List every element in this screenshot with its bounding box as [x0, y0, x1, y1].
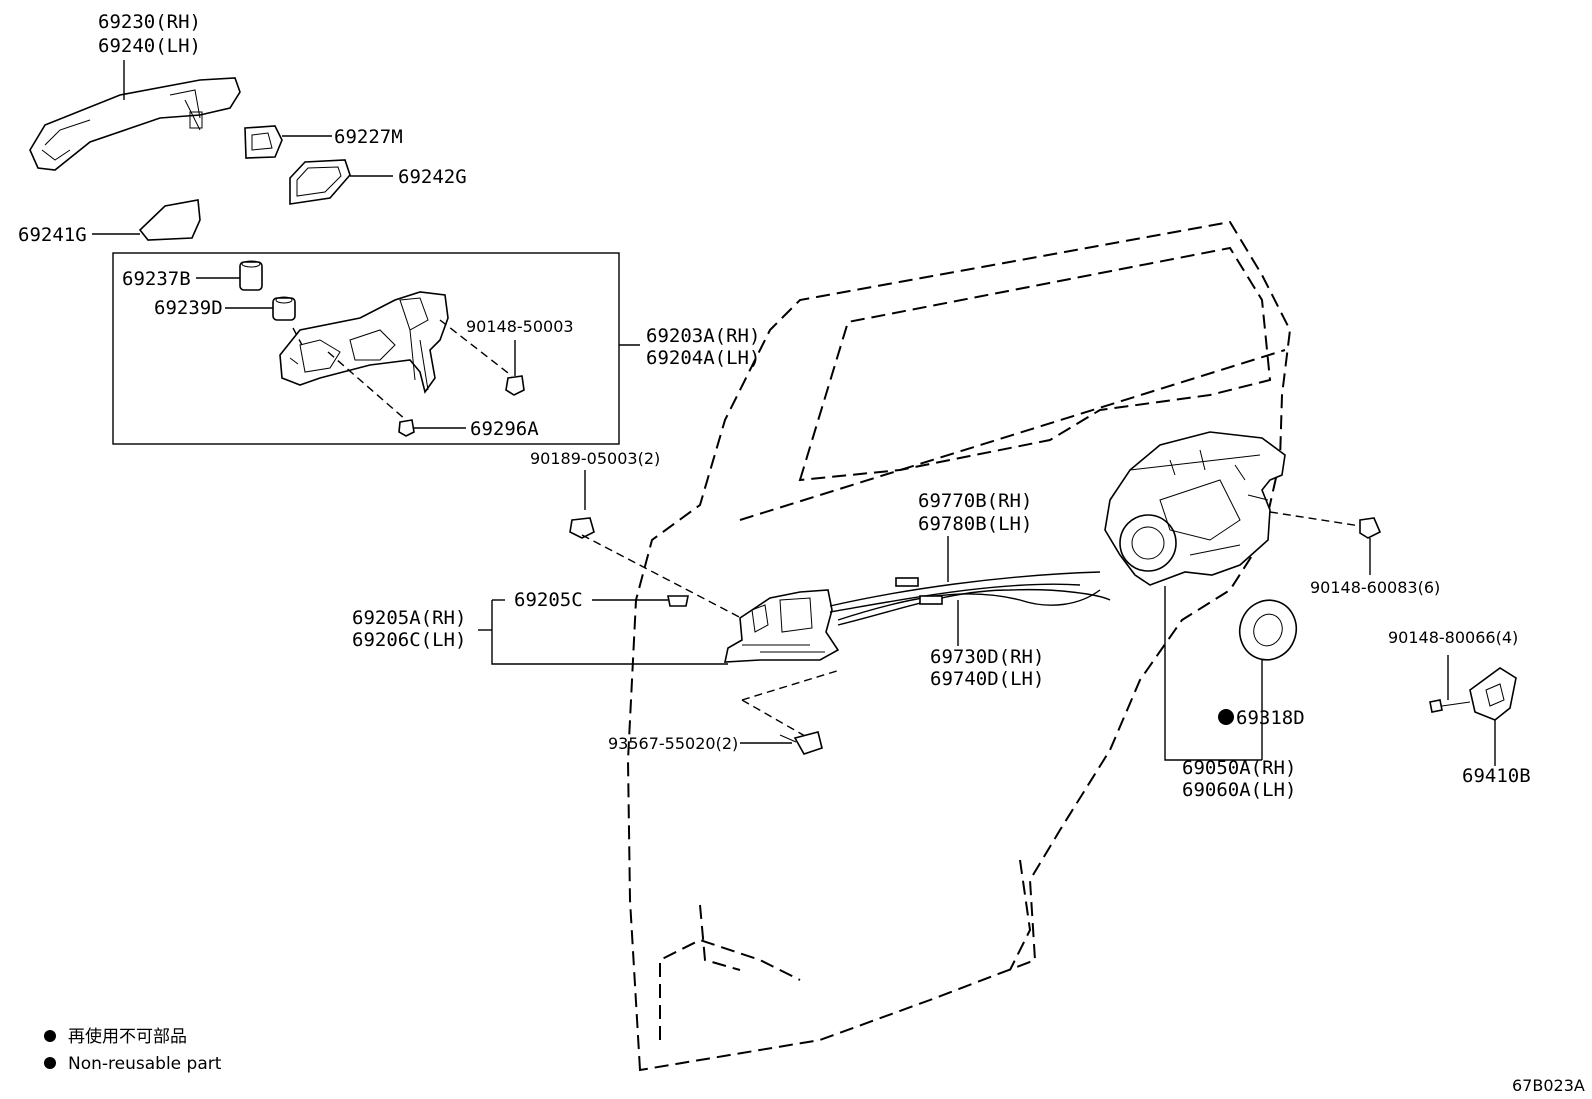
screw-90148-50003	[505, 375, 525, 396]
handle-frame-part	[279, 291, 449, 394]
pad-part	[138, 199, 201, 241]
label-69227: 69227M	[334, 126, 403, 148]
label-69060: 69060A(LH)	[1182, 779, 1296, 801]
legend-bullet-jp	[44, 1030, 56, 1042]
label-69205a: 69205A(RH)	[352, 607, 466, 629]
label-90148-60083: 90148-60083(6)	[1310, 578, 1440, 597]
label-69205c: 69205C	[514, 589, 583, 611]
frame-assembly-box	[112, 252, 620, 445]
label-69770: 69770B(RH)	[918, 490, 1032, 512]
label-69239: 69239D	[154, 297, 223, 319]
label-69230: 69230(RH)	[98, 11, 201, 33]
label-69242: 69242G	[398, 166, 467, 188]
label-69410: 69410B	[1462, 765, 1531, 787]
frame-cap-part	[272, 296, 296, 321]
inside-handle-part	[723, 589, 840, 663]
door-lock-assembly	[1104, 431, 1286, 586]
label-69730: 69730D(RH)	[930, 646, 1044, 668]
label-90148-50003: 90148-50003	[466, 317, 574, 336]
label-69296: 69296A	[470, 418, 539, 440]
label-69203: 69203A(RH)	[646, 325, 760, 347]
handle-cap-part	[244, 125, 283, 159]
lock-gasket-ring	[1238, 599, 1298, 661]
label-90148-80066: 90148-80066(4)	[1388, 628, 1518, 647]
legend-jp: 再使用不可部品	[68, 1026, 187, 1047]
non-reusable-marker	[1218, 709, 1234, 725]
clip-90189	[569, 517, 595, 539]
part-labels: 69230(RH) 69240(LH) 69227M 69242G 69241G…	[18, 11, 1531, 801]
diagram-code: 67B023A	[1512, 1076, 1585, 1095]
striker-part	[1429, 667, 1517, 721]
screw-93567	[779, 731, 823, 755]
legend: 再使用不可部品 Non-reusable part	[44, 1026, 222, 1074]
door-cables	[829, 571, 1111, 626]
screw-69296A	[398, 419, 415, 437]
gasket-part	[289, 159, 351, 205]
frame-plug-part	[239, 260, 263, 291]
label-90189: 90189-05003(2)	[530, 449, 660, 468]
legend-bullet-en	[44, 1057, 56, 1069]
label-69240: 69240(LH)	[98, 35, 201, 57]
pin-69205C	[667, 595, 689, 607]
label-69237: 69237B	[122, 268, 191, 290]
label-69050: 69050A(RH)	[1182, 757, 1296, 779]
legend-en: Non-reusable part	[68, 1054, 222, 1074]
outside-handle	[29, 77, 241, 171]
screw-90148-60083	[1359, 517, 1382, 539]
label-69204: 69204A(LH)	[646, 347, 760, 369]
label-69241: 69241G	[18, 224, 87, 246]
label-69780: 69780B(LH)	[918, 513, 1032, 535]
label-69206c: 69206C(LH)	[352, 629, 466, 651]
door-outline	[626, 220, 1292, 1072]
label-69318: 69318D	[1236, 707, 1305, 729]
label-69740: 69740D(LH)	[930, 668, 1044, 690]
label-93567: 93567-55020(2)	[608, 734, 738, 753]
inside-handle-bracket	[491, 600, 728, 665]
